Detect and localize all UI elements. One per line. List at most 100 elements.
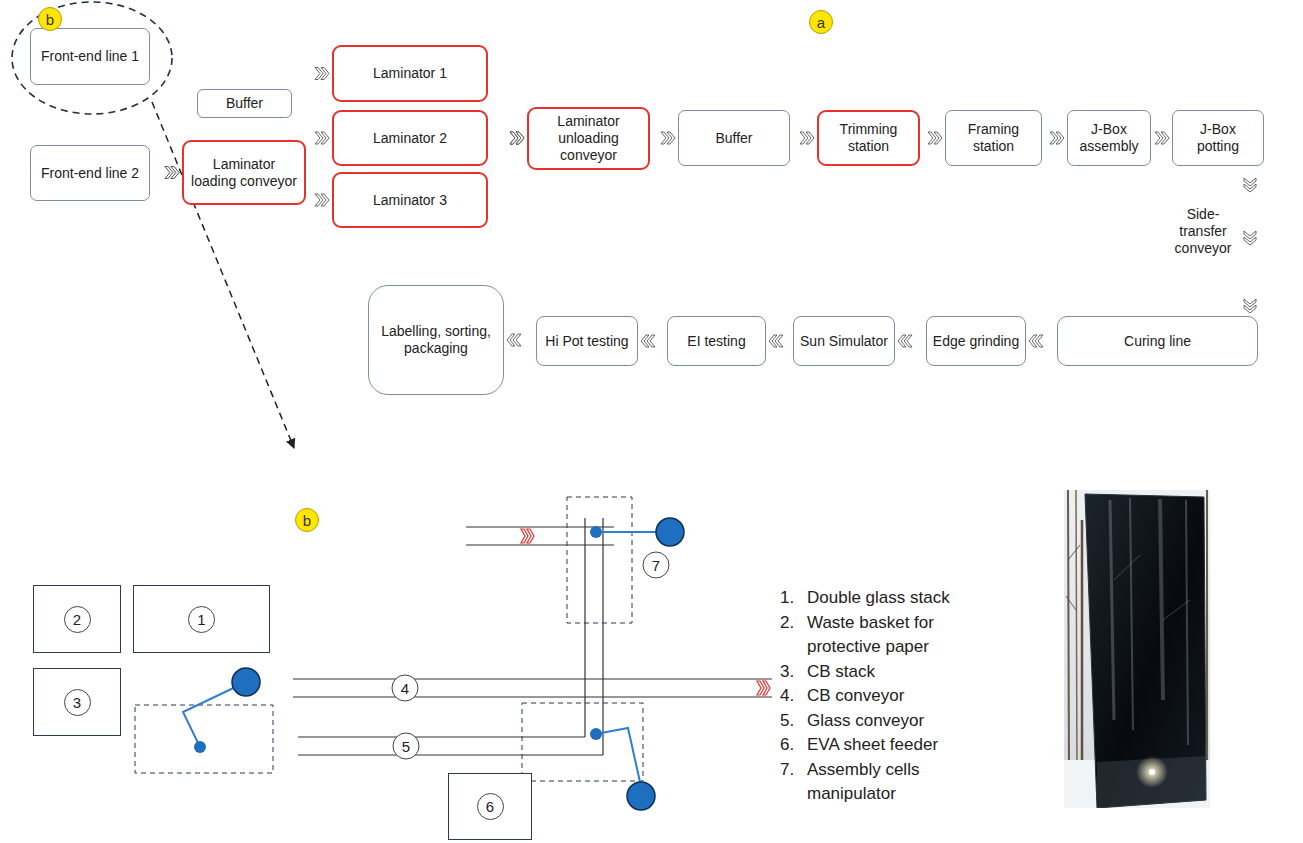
process-box: Edge grinding — [926, 316, 1026, 366]
station-box: 2 — [33, 585, 121, 653]
detail-ellipse — [12, 2, 172, 114]
node-text: J-Box assembly — [1073, 121, 1145, 155]
conveyor-rail — [293, 696, 772, 697]
node-text: Trimming station — [824, 121, 913, 155]
process-box: Sun Simulator — [793, 316, 895, 366]
flow-connector — [150, 57, 182, 173]
node-text: J-Box potting — [1178, 121, 1258, 155]
robot-gripper — [590, 526, 602, 538]
key-row: 2.Waste basket for protective paper — [780, 611, 957, 660]
photo-reflection — [1114, 555, 1140, 580]
robot-gripper — [590, 728, 602, 740]
process-box: Trimming station — [817, 110, 920, 166]
process-box: Laminator 2 — [332, 110, 488, 166]
robot-base — [656, 518, 684, 546]
list-number: 1. — [780, 586, 807, 611]
node-text: Curing line — [1124, 333, 1191, 350]
process-box: Front-end line 2 — [30, 145, 150, 201]
flow-connector — [488, 138, 527, 139]
connector-label: Side-transfer conveyor — [1163, 206, 1243, 257]
flow-connector — [790, 138, 817, 139]
flow-connector — [488, 74, 527, 139]
conveyor-rail — [293, 678, 772, 679]
callout-number: 2 — [64, 606, 91, 633]
node-text: Edge grinding — [933, 333, 1019, 350]
robot-base — [627, 782, 655, 810]
node-text: Laminator unloading conveyor — [534, 113, 643, 164]
flow-connector — [1026, 341, 1057, 342]
list-text: CB stack — [807, 660, 957, 685]
flow-chevron — [757, 681, 770, 695]
flow-chevron — [521, 529, 534, 543]
process-box: J-Box assembly — [1067, 110, 1151, 166]
flow-connector — [1042, 138, 1067, 139]
key-row: 5.Glass conveyor — [780, 709, 957, 734]
callout-number: 3 — [64, 689, 91, 716]
robot-cell — [135, 705, 273, 773]
node-text: Laminator 2 — [373, 130, 447, 147]
photo-tree — [1068, 490, 1069, 770]
photo-sky — [1064, 490, 1210, 808]
conveyor-rail — [466, 526, 614, 527]
photo-glint — [1149, 769, 1155, 775]
photo-tree — [1206, 490, 1208, 770]
flow-connector — [895, 341, 926, 342]
node-text: Front-end line 2 — [41, 165, 139, 182]
process-box: Laminator loading conveyor — [182, 140, 306, 205]
station-box: 1 — [133, 585, 270, 653]
callout-number: 4 — [392, 675, 419, 702]
list-text: CB conveyor — [807, 684, 957, 709]
process-box: Front-end line 1 — [30, 28, 150, 85]
photo-tree — [1081, 520, 1084, 770]
node-text: Buffer — [226, 95, 263, 112]
key-list: 1.Double glass stack2.Waste basket for p… — [780, 586, 957, 807]
process-box: Curing line — [1057, 316, 1258, 366]
list-text: Assembly cells manipulator — [807, 758, 957, 807]
conveyor-rail — [584, 518, 585, 737]
node-text: Framing station — [951, 121, 1036, 155]
list-text: Waste basket for protective paper — [807, 611, 957, 660]
flow-connector — [1250, 166, 1251, 316]
node-text: Hi Pot testing — [545, 333, 628, 350]
flow-connector — [920, 138, 945, 139]
node-text: Buffer — [715, 130, 752, 147]
photo-reflection — [1130, 498, 1133, 730]
key-row: 3.CB stack — [780, 660, 957, 685]
photo-tree — [1076, 490, 1077, 770]
flow-connector — [638, 341, 667, 342]
photo-reflection — [1110, 500, 1114, 720]
list-text: Double glass stack — [807, 586, 957, 611]
photo-reflection — [1097, 756, 1206, 808]
node-text: Labelling, sorting, packaging — [374, 323, 498, 357]
robot-cell — [522, 703, 643, 781]
key-row: 7.Assembly cells manipulator — [780, 758, 957, 807]
key-row: 4.CB conveyor — [780, 684, 957, 709]
robot-cell — [567, 497, 632, 623]
process-box: Hi Pot testing — [536, 316, 638, 366]
photo-panel — [1085, 494, 1206, 808]
conveyor-rail — [466, 544, 614, 545]
process-box: Labelling, sorting, packaging — [368, 285, 504, 395]
key-row: 1.Double glass stack — [780, 586, 957, 611]
callout-number: 7 — [643, 552, 670, 579]
robot-base — [232, 668, 260, 696]
list-number: 7. — [780, 758, 807, 783]
node-text: EI testing — [687, 333, 745, 350]
panel-label: b — [38, 7, 62, 31]
conveyor-rail — [602, 518, 603, 755]
buffer-box: Buffer — [197, 89, 292, 118]
photo-reflection — [1163, 600, 1190, 620]
station-box: 3 — [33, 668, 121, 736]
robot-arm — [596, 728, 640, 782]
callout-number: 6 — [477, 793, 504, 820]
photo-reflection — [1186, 500, 1188, 745]
node-text: Sun Simulator — [800, 333, 888, 350]
flow-connector — [488, 138, 527, 200]
process-box: EI testing — [667, 316, 766, 366]
key-row: 6.EVA sheet feeder — [780, 733, 957, 758]
node-text: Laminator 1 — [373, 65, 447, 82]
photo-glint — [1136, 756, 1168, 788]
process-box: Laminator unloading conveyor — [527, 107, 650, 170]
flow-connector — [306, 74, 332, 173]
process-box: J-Box potting — [1172, 110, 1264, 166]
